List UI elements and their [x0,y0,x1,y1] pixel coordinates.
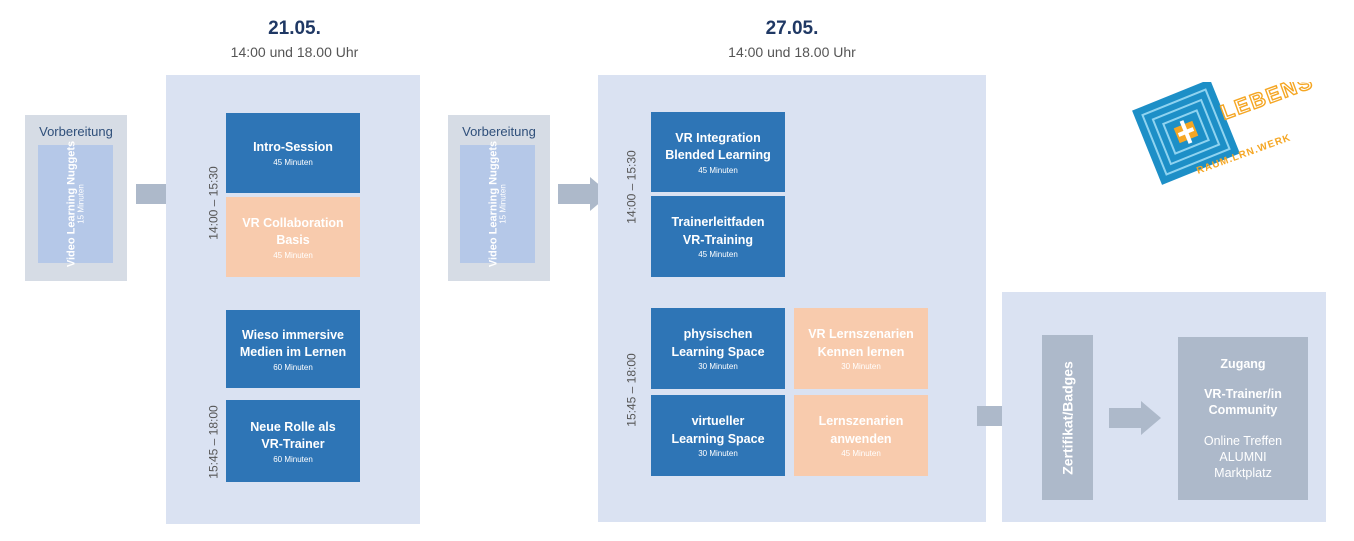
session-lernszenarien-anwenden: Lernszenarien anwenden 45 Minuten [794,395,928,476]
day1-date: 21.05. [268,18,321,39]
day1-time-block-1: 14:00 – 15:30 [206,166,221,240]
session-title: Neue Rolle als VR-Trainer [250,419,336,452]
day1-panel: 14:00 – 15:30 15:45 – 18:00 Intro-Sessio… [166,75,420,524]
session-duration: 30 Minuten [698,449,738,458]
session-duration: 30 Minuten [841,362,881,371]
session-vr-lernszenarien: VR Lernszenarien Kennen lernen 30 Minute… [794,308,928,389]
session-title: VR Lernszenarien Kennen lernen [808,327,914,359]
day2-nugget-box: Video Learning Nuggets 15 Minuten [460,141,535,267]
day1-nugget-duration: 15 Minuten [76,184,86,224]
day1-prep-label: Vorbereitung [39,124,113,139]
session-duration: 45 Minuten [698,250,738,259]
offer-marktplatz: Marktplatz [1214,466,1272,480]
session-duration: 60 Minuten [273,454,313,464]
day1-time: 14:00 und 18.00 Uhr [230,44,359,60]
session-virtual-space: virtueller Learning Space 30 Minuten [651,395,785,476]
session-vr-integration: VR Integration Blended Learning 45 Minut… [651,112,785,192]
arrow-certificate-to-access [1109,401,1161,435]
day1-prep-box: Vorbereitung Video Learning Nuggets 15 M… [25,115,127,281]
day1-nugget-box: Video Learning Nuggets 15 Minuten [38,141,113,267]
session-physical-space: physischen Learning Space 30 Minuten [651,308,785,389]
day2-nugget-duration: 15 Minuten [498,184,508,224]
arrow-prep-to-day2 [558,177,610,211]
lebens-raum-lernmuster-logo-icon: LEBENS RAUM.LRN.WERK [1132,82,1318,185]
community-line-2: Community [1208,403,1278,418]
session-duration: 45 Minuten [841,449,881,458]
day2-nugget-title: Video Learning Nuggets [487,140,500,268]
session-vr-collaboration: VR Collaboration Basis 45 Minuten [226,197,360,277]
access-box: Zugang VR-Trainer/in Community Online Tr… [1178,337,1308,500]
session-duration: 45 Minuten [698,165,738,175]
day2-prep-box: Vorbereitung Video Learning Nuggets 15 M… [448,115,550,281]
day1-time-block-2: 15:45 – 18:00 [206,405,221,479]
session-duration: 45 Minuten [273,157,313,167]
access-title: Zugang [1220,356,1266,371]
session-title: VR Integration Blended Learning [665,130,771,163]
certificate-label: Zertifikat/Badges [1058,360,1075,475]
certificate-box: Zertifikat/Badges [1042,335,1093,500]
session-new-role: Neue Rolle als VR-Trainer 60 Minuten [226,400,360,482]
logo-text-top: LEBENS [1218,82,1317,125]
session-duration: 30 Minuten [698,362,738,371]
offer-alumni: ALUMNI [1219,449,1267,464]
day2-panel: 14:00 – 15:30 15:45 – 18:00 VR Integrati… [598,75,986,522]
community-line-1: VR-Trainer/in [1204,387,1282,401]
day1-nugget-title: Video Learning Nuggets [65,140,78,268]
session-duration: 60 Minuten [273,362,313,372]
session-title: VR Collaboration Basis [242,215,344,248]
day2-date: 27.05. [765,18,819,39]
session-immersive-media: Wieso immersive Medien im Lernen 60 Minu… [226,310,360,388]
day2-time-block-2: 15:45 – 18:00 [624,353,639,427]
session-intro: Intro-Session 45 Minuten [226,113,360,193]
session-trainerleitfaden: Trainerleitfaden VR-Training 45 Minuten [651,196,785,277]
session-title: Lernszenarien anwenden [818,414,904,446]
session-title: Trainerleitfaden VR-Training [671,215,765,247]
day2-time-block-1: 14:00 – 15:30 [624,150,639,224]
final-panel: Zertifikat/Badges Zugang VR-Trainer/in C… [1002,292,1326,522]
session-duration: 45 Minuten [273,250,313,260]
day2-time: 14:00 und 18.00 Uhr [728,44,856,60]
session-title: physischen Learning Space [671,327,765,359]
session-title: Intro-Session [253,140,333,155]
session-title: virtueller Learning Space [671,414,765,446]
day2-prep-label: Vorbereitung [462,124,536,139]
session-title: Wieso immersive Medien im Lernen [239,327,347,360]
offer-online-treffen: Online Treffen [1203,433,1283,448]
